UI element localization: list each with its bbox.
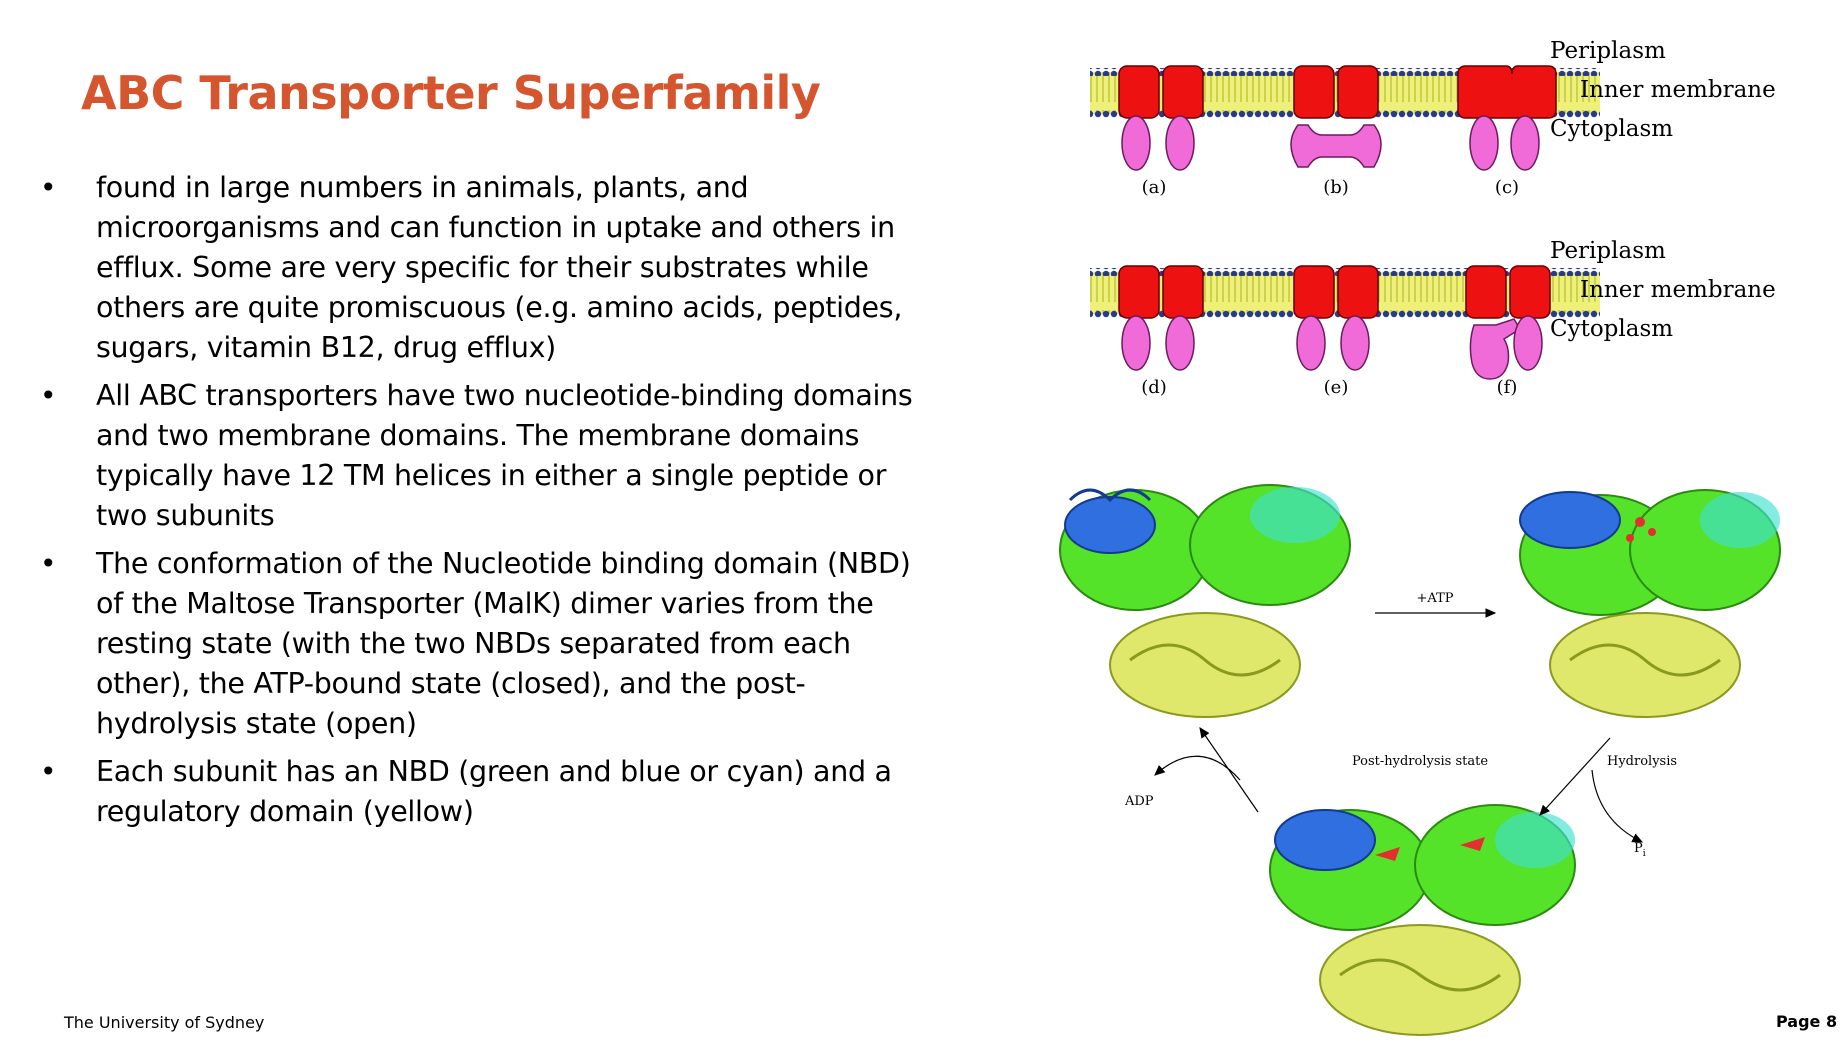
atp-bound-state-structure bbox=[1519, 489, 1781, 718]
bullet-marker: • bbox=[40, 547, 57, 580]
footer-university: The University of Sydney bbox=[64, 1013, 265, 1032]
pi-subscript: i bbox=[1643, 849, 1646, 859]
pi-release-arrow bbox=[1591, 769, 1644, 843]
cytoplasm-label: Cytoplasm bbox=[1550, 316, 1673, 342]
bullet-marker: • bbox=[40, 379, 57, 412]
pi-label: Pi bbox=[1634, 841, 1646, 859]
bullet-text: Each subunit has an NBD (green and blue … bbox=[96, 755, 892, 828]
hydrolysis-label: Hydrolysis bbox=[1607, 754, 1677, 769]
atp-label: +ATP bbox=[1417, 591, 1454, 606]
periplasm-label: Periplasm bbox=[1550, 38, 1666, 64]
bullet-item: • All ABC transporters have two nucleotid… bbox=[36, 376, 936, 536]
slide-title: ABC Transporter Superfamily bbox=[81, 66, 821, 120]
bullet-marker: • bbox=[40, 171, 57, 204]
panel-label-b: (b) bbox=[1323, 177, 1349, 198]
pi-text: P bbox=[1634, 841, 1643, 856]
periplasm-label: Periplasm bbox=[1550, 238, 1666, 264]
bullet-item: • Each subunit has an NBD (green and blue… bbox=[36, 752, 936, 832]
inner-membrane-label: Inner membrane bbox=[1580, 77, 1776, 103]
bullet-text: found in large numbers in animals, plant… bbox=[96, 171, 903, 364]
panel-label-d: (d) bbox=[1141, 377, 1167, 398]
panel-label-a: (a) bbox=[1142, 177, 1167, 198]
hydrolysis-arrow bbox=[1539, 737, 1611, 816]
membrane-row-bottom: (d) (e) (f) Periplasm Inner membrane Cyt… bbox=[1090, 238, 1776, 398]
panel-label-c: (c) bbox=[1495, 177, 1519, 198]
panel-label-e: (e) bbox=[1324, 377, 1349, 398]
cytoplasm-label: Cytoplasm bbox=[1550, 116, 1673, 142]
panel-label-f: (f) bbox=[1497, 377, 1518, 398]
resting-state-structure bbox=[1059, 484, 1351, 718]
bullet-list: • found in large numbers in animals, plan… bbox=[36, 168, 936, 840]
bullet-item: • The conformation of the Nucleotide bind… bbox=[36, 544, 936, 744]
adp-label: ADP bbox=[1124, 794, 1154, 809]
post-hydrolysis-state-structure bbox=[1269, 804, 1576, 1036]
footer-page-number: Page 8 bbox=[1776, 1012, 1838, 1031]
adp-release-arrow bbox=[1154, 755, 1241, 781]
membrane-topology-diagram: (a) (b) (c) Periplasm Inner membrane Cyt… bbox=[1090, 38, 1776, 398]
bullet-text: All ABC transporters have two nucleotide… bbox=[96, 379, 913, 532]
malk-cycle-diagram: +ATP Hydrolysis Pi ADP Post-hydrolysis s… bbox=[1059, 484, 1781, 1036]
membrane-row-top: (a) (b) (c) Periplasm Inner membrane Cyt… bbox=[1090, 38, 1776, 198]
inner-membrane-label: Inner membrane bbox=[1580, 277, 1776, 303]
bullet-marker: • bbox=[40, 755, 57, 788]
bullet-text: The conformation of the Nucleotide bindi… bbox=[96, 547, 911, 740]
post-hydrolysis-label: Post-hydrolysis state bbox=[1352, 754, 1488, 769]
bullet-item: • found in large numbers in animals, plan… bbox=[36, 168, 936, 368]
